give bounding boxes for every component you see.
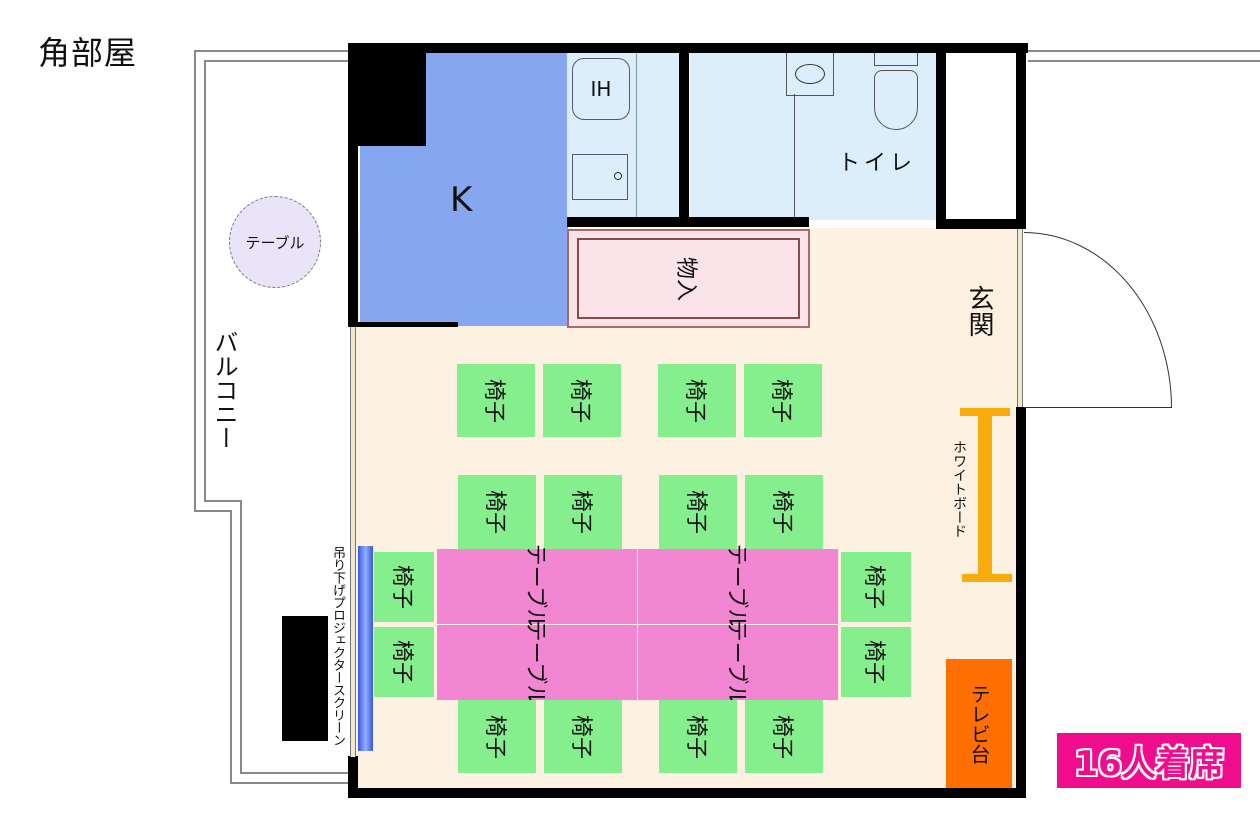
kitchen-counter	[567, 52, 679, 218]
wall-closet-bottom	[936, 219, 1026, 229]
chair[interactable]: 椅子	[543, 364, 621, 437]
table[interactable]: テーブル	[437, 619, 637, 706]
entrance-door-frame	[1017, 229, 1023, 407]
ih-label: IH	[590, 77, 612, 101]
wall-right-lower	[1016, 407, 1026, 797]
chair-label: 椅子	[681, 378, 707, 423]
balcony-outline	[230, 510, 232, 784]
balcony-outline	[240, 772, 350, 774]
whiteboard-bar	[978, 408, 992, 582]
balcony-outline	[204, 60, 354, 62]
wall-closet-left	[936, 43, 946, 229]
chair[interactable]: 椅子	[841, 627, 911, 697]
balcony-outline	[1028, 60, 1260, 62]
chair-label: 椅子	[567, 714, 593, 759]
wall-wet-bottom	[567, 217, 809, 227]
projector-screen[interactable]	[358, 546, 373, 751]
table-label: テーブル	[723, 543, 748, 630]
projector-box	[282, 616, 328, 741]
balcony-label: バルコニー	[210, 330, 238, 450]
toilet-tank-icon	[874, 52, 918, 66]
counter-divider	[636, 52, 637, 218]
sink-drain-icon	[614, 172, 622, 180]
table[interactable]: テーブル	[638, 619, 838, 706]
seating-capacity-text: 16人着席	[1074, 744, 1224, 784]
kitchen-wall	[348, 322, 458, 327]
chair[interactable]: 椅子	[744, 364, 822, 437]
toilet-divider	[794, 94, 795, 220]
tv-stand[interactable]: テレビ台	[946, 659, 1012, 788]
entrance-door-swing	[1024, 232, 1172, 408]
wall-kitchen-right	[679, 43, 689, 223]
chair-label: 椅子	[566, 378, 592, 423]
whiteboard-label: ホワイトボード	[951, 440, 967, 538]
chair[interactable]: 椅子	[544, 475, 622, 549]
chair-label: 椅子	[768, 489, 794, 535]
tv-stand-label: テレビ台	[967, 683, 991, 764]
chair-label: 椅子	[860, 564, 886, 610]
chair[interactable]: 椅子	[457, 364, 535, 437]
whiteboard-bottom	[962, 574, 1012, 582]
chair-label: 椅子	[768, 714, 794, 759]
chair-label: 椅子	[388, 564, 414, 610]
chair[interactable]: 椅子	[374, 552, 434, 622]
chair-label: 椅子	[860, 639, 886, 685]
chair[interactable]: 椅子	[659, 700, 737, 773]
table-label: テーブル	[522, 619, 547, 706]
table[interactable]: テーブル	[437, 543, 637, 630]
whiteboard[interactable]	[960, 408, 1012, 582]
entrance-label: 玄関	[964, 285, 994, 337]
balcony-table: テーブル	[229, 196, 321, 288]
ih-stove: IH	[572, 58, 630, 120]
balcony-outline	[240, 500, 242, 774]
balcony-outline	[194, 50, 354, 52]
storage-closet: 物入	[567, 229, 810, 328]
chair[interactable]: 椅子	[458, 475, 536, 549]
chair[interactable]: 椅子	[458, 700, 536, 773]
chair-label: 椅子	[767, 378, 793, 423]
balcony-outline	[1028, 50, 1260, 52]
chair-label: 椅子	[481, 714, 507, 759]
toilet-bowl-icon	[874, 70, 918, 130]
page-title: 角部屋	[38, 34, 138, 72]
chair[interactable]: 椅子	[745, 475, 823, 549]
table-label: テーブル	[723, 619, 748, 706]
chair[interactable]: 椅子	[544, 700, 622, 773]
balcony-outline	[204, 500, 242, 502]
chair-label: 椅子	[480, 378, 506, 423]
chair[interactable]: 椅子	[841, 552, 911, 622]
wall-bottom	[348, 788, 1026, 798]
chair[interactable]: 椅子	[374, 627, 434, 697]
wall-left	[348, 43, 358, 327]
balcony-outline	[204, 60, 206, 502]
storage-label: 物入	[673, 256, 699, 301]
chair[interactable]: 椅子	[658, 364, 736, 437]
balcony-outline	[194, 510, 232, 512]
wall-bottom-left	[348, 756, 358, 798]
chair[interactable]: 椅子	[659, 475, 737, 549]
kitchen-pillar	[348, 44, 426, 146]
seating-capacity-badge: 16人着席	[1057, 733, 1241, 788]
chair-label: 椅子	[481, 489, 507, 535]
window-left	[350, 327, 356, 757]
washbasin-bowl-icon	[795, 64, 825, 84]
shoe-closet	[946, 52, 1016, 220]
table-label: テーブル	[522, 543, 547, 630]
table[interactable]: テーブル	[638, 543, 838, 630]
chair[interactable]: 椅子	[745, 700, 823, 773]
kitchen-label: K	[450, 180, 473, 220]
wall-right-upper	[1016, 43, 1026, 229]
balcony-outline	[230, 782, 350, 784]
chair-label: 椅子	[388, 639, 414, 685]
sink-icon	[572, 154, 628, 200]
projector-screen-label: 吊り下げプロジェクタースクリーン	[330, 546, 345, 746]
chair-label: 椅子	[682, 714, 708, 759]
chair-label: 椅子	[682, 489, 708, 535]
balcony-outline	[194, 50, 196, 512]
balcony-table-label: テーブル	[245, 233, 305, 252]
storage-inner: 物入	[577, 238, 800, 319]
toilet-label: トイレ	[838, 151, 917, 176]
chair-label: 椅子	[567, 489, 593, 535]
